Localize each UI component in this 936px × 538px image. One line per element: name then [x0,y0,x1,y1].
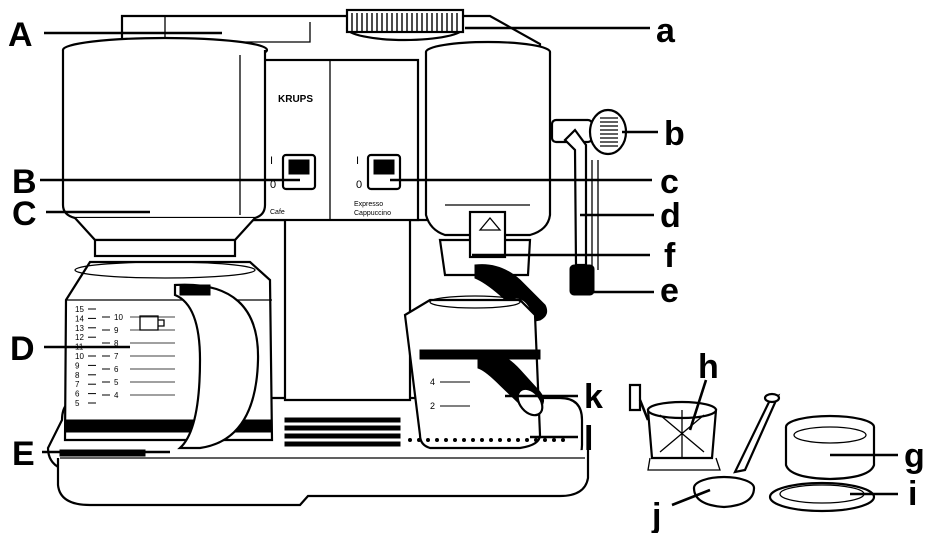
label-B: B [12,163,37,201]
label-g: g [904,437,925,475]
carafe-scale-left-tick: 15 [75,305,84,314]
filter-basket-holder [628,383,721,471]
carafe-scale-right-tick: 10 [114,313,123,322]
carafe-scale-right-tick: 9 [114,326,119,335]
switch-left-caption: Cafe [270,209,285,216]
label-h: h [698,348,719,386]
label-D: D [10,330,35,368]
switch-right-off-label: 0 [356,179,362,191]
carafe-scale-right-tick: 8 [114,339,119,348]
carafe-scale-left-tick: 13 [75,324,84,333]
steam-control-dial [345,8,465,42]
switch-left-on-label: I [270,155,273,167]
switch-left-off-label: 0 [270,179,276,191]
label-f: f [664,237,676,275]
label-i: i [908,475,917,513]
espresso-scale: 42 [430,377,470,411]
hot-plate-dots [408,438,565,442]
carafe-scale-left-tick: 10 [75,352,84,361]
label-A: A [8,16,33,54]
brand-logo: KRUPS [278,94,313,105]
carafe-scale-left-tick: 9 [75,361,80,370]
label-a: a [656,12,676,50]
carafe-scale-left-tick: 8 [75,371,80,380]
label-c: c [660,163,679,201]
water-tank-filter [61,36,269,258]
espresso-jug: 42 [403,295,565,450]
carafe-scale-left-tick: 12 [75,333,84,342]
label-C: C [12,195,37,233]
carafe-scale-left-tick: 5 [75,399,80,408]
label-k: k [584,378,603,416]
control-panel [236,58,420,222]
label-l: l [584,420,593,458]
drip-grille [284,417,401,447]
filter-insert-i [768,481,876,513]
carafe-scale-right-tick: 7 [114,352,119,361]
callout-labels: A a b B c C d f e D h k E l g i j [8,12,925,535]
carafe-scale-left-tick: 6 [75,390,80,399]
carafe-scale-left-tick: 14 [75,314,84,323]
label-E: E [12,435,35,473]
carafe-scale-left-tick: 7 [75,380,80,389]
espresso-water-tank [424,40,552,237]
carafe-scale-right-tick: 6 [114,365,119,374]
leader-lines [40,26,898,507]
filter-cup-g [784,414,876,481]
label-d: d [660,197,681,235]
switch-right-caption-1: Expresso [354,201,383,208]
label-e: e [660,272,679,310]
label-b: b [664,115,685,153]
switch-right-caption-2: Cappuccino [354,210,391,217]
label-j: j [651,497,661,533]
espresso-scale-tick: 4 [430,377,435,387]
espresso-scale-tick: 2 [430,401,435,411]
carafe-scale-right-tick: 4 [114,391,119,400]
carafe-scale-right-tick: 5 [114,378,119,387]
steam-nozzle-assembly [550,108,628,296]
switch-right-on-label: I [356,155,359,167]
